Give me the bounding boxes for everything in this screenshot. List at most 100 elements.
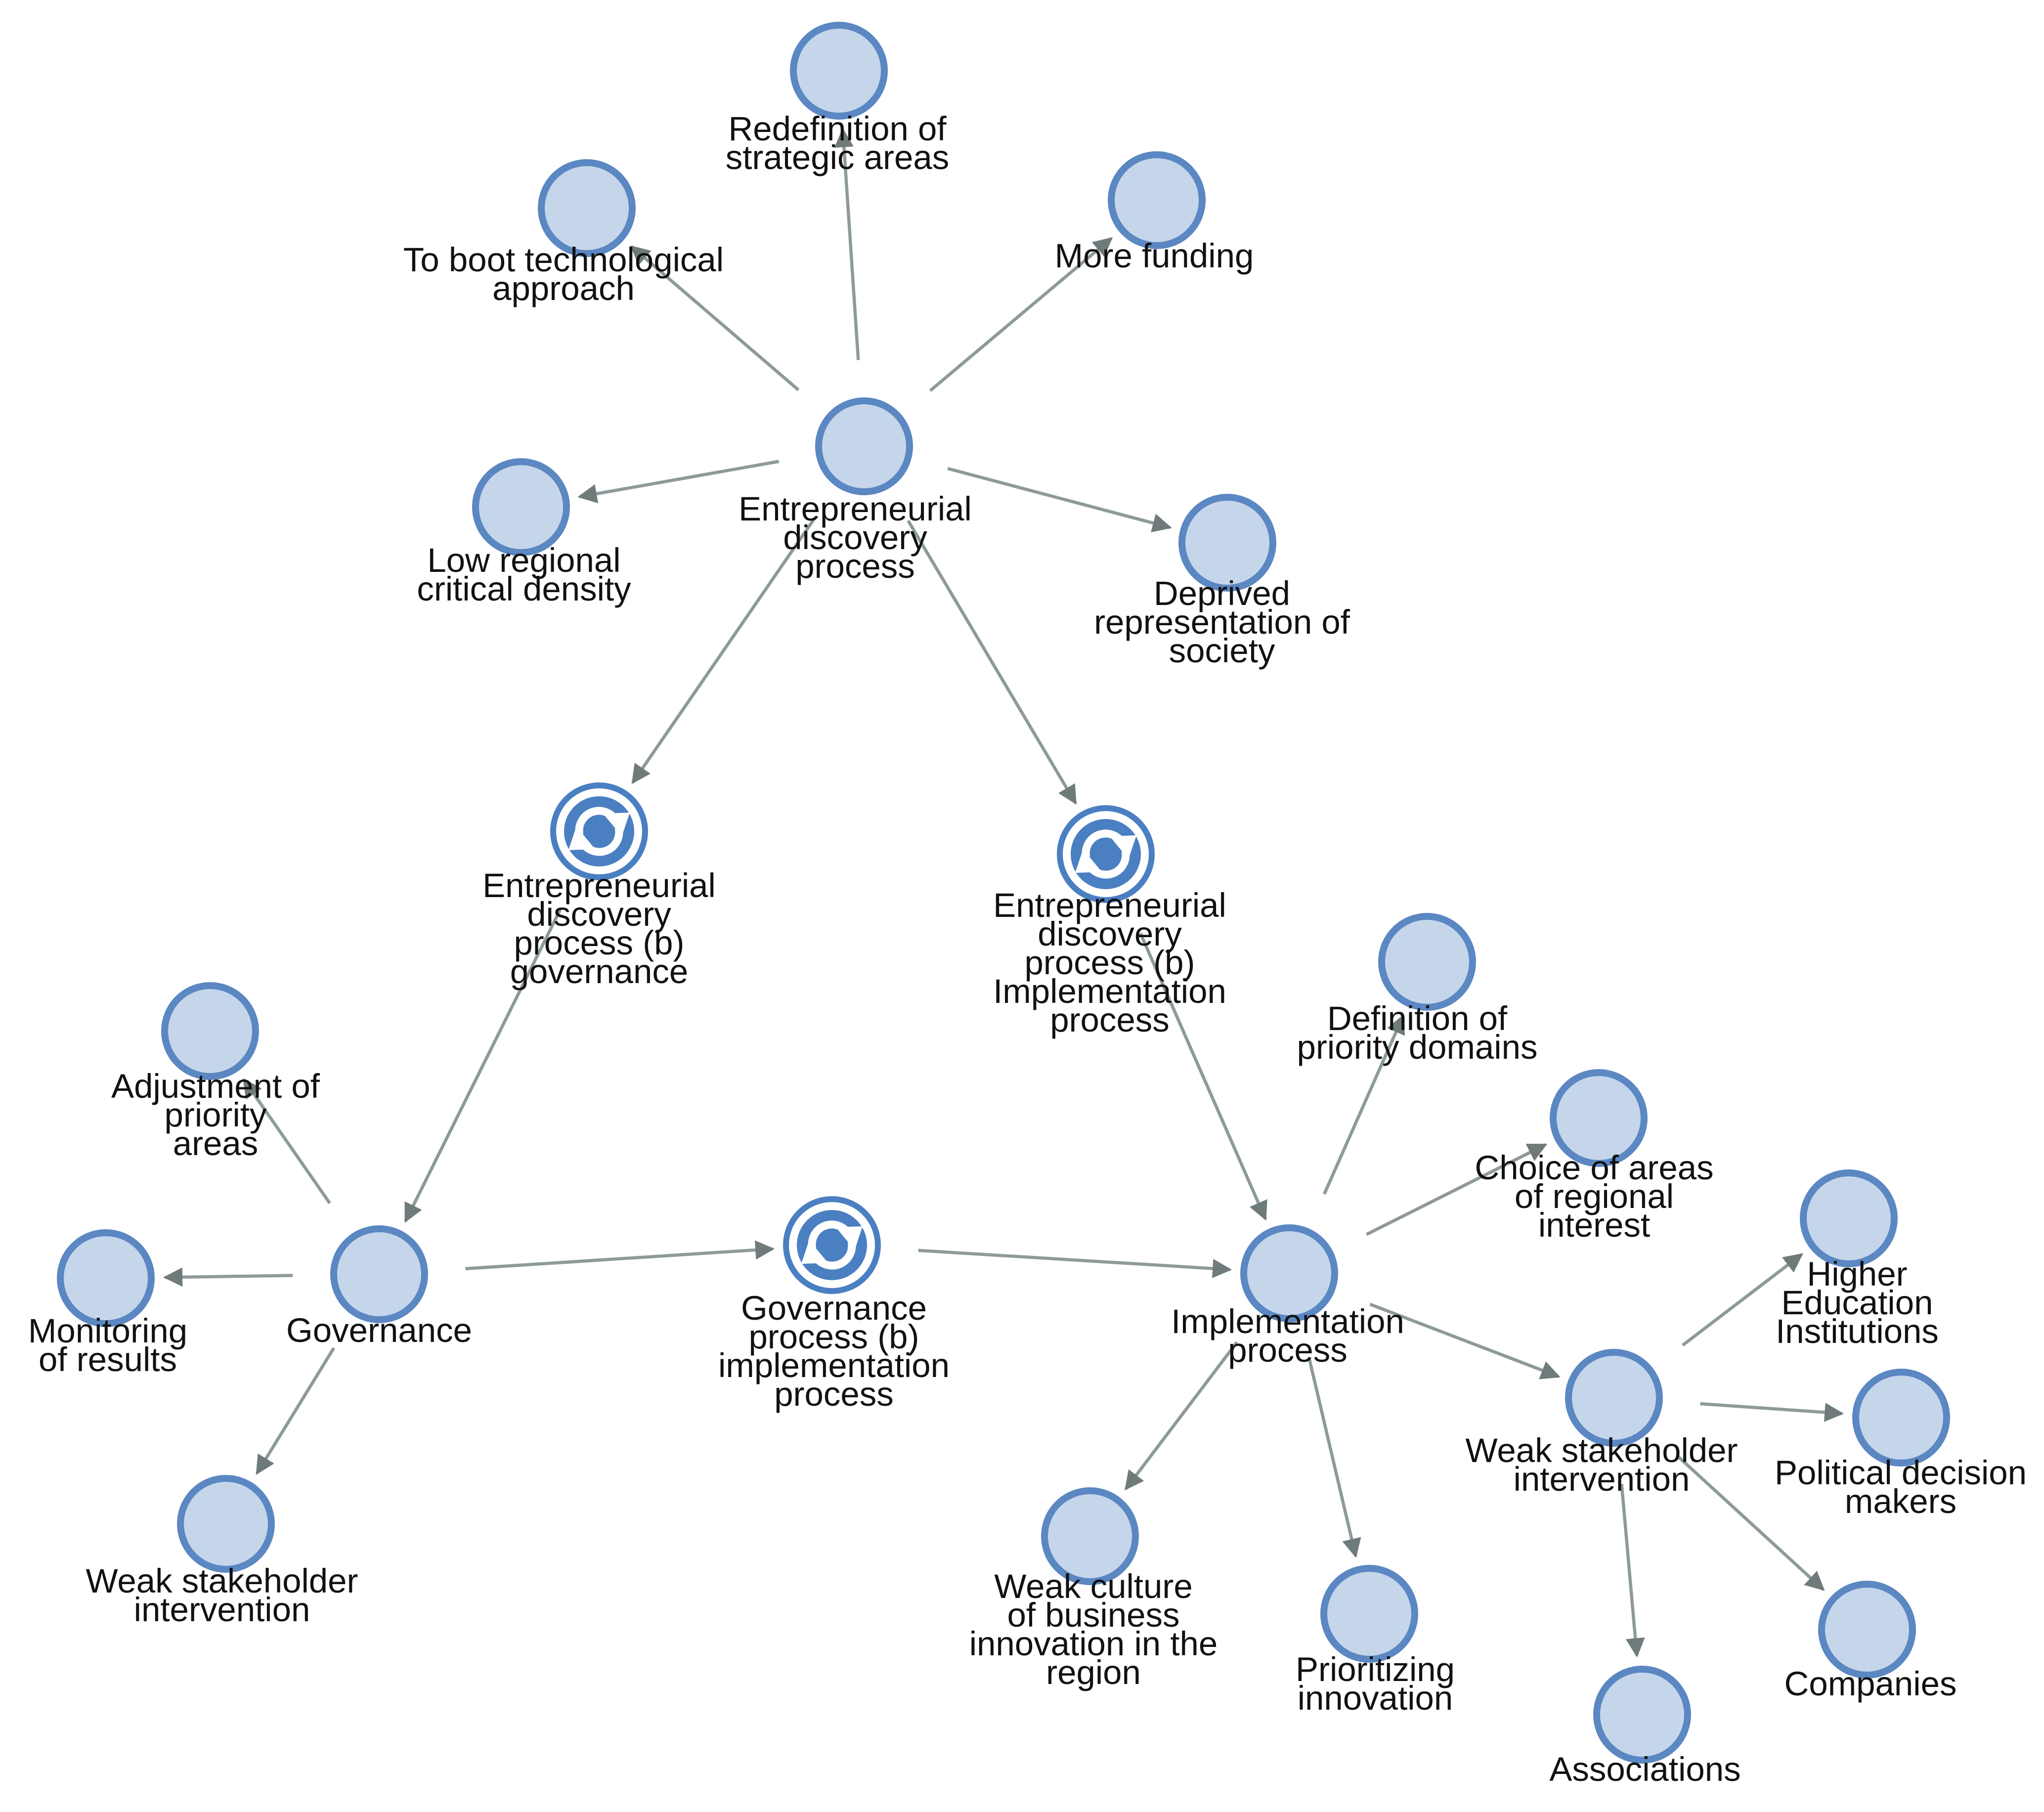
- edge-governance-to-monitor: [163, 1267, 293, 1287]
- node-label-line: intervention: [1514, 1460, 1690, 1498]
- edge-edp-to-deprived: [947, 467, 1172, 533]
- node-label-line: of results: [39, 1340, 177, 1379]
- edge-impl-to-choice: [1365, 1143, 1548, 1236]
- node-label-line: Adjustment of: [111, 1067, 320, 1105]
- node-label-line: process: [795, 547, 915, 585]
- node-label-line: intervention: [134, 1591, 310, 1629]
- edge-edp-to-edp_impl: [907, 519, 1077, 805]
- node-label-line: discovery: [1038, 915, 1182, 953]
- edge-edp-to-edp_gov: [631, 517, 817, 784]
- node-companies[interactable]: Companies: [1784, 1581, 1957, 1703]
- node-circle: [1800, 1169, 1898, 1267]
- node-circle: [177, 1475, 275, 1573]
- node-label-line: Governance: [286, 1311, 472, 1349]
- edge-edp_impl-to-impl: [1139, 932, 1267, 1221]
- edge-weak_impl-to-companies: [1676, 1455, 1825, 1591]
- node-label-line: discovery: [527, 895, 671, 933]
- node-label-line: Institutions: [1776, 1312, 1939, 1350]
- edge-weak_impl-to-associations: [1620, 1484, 1645, 1658]
- node-circle: [1378, 913, 1476, 1011]
- edge-edp-to-boot: [630, 245, 800, 391]
- node-circle: [1593, 1666, 1691, 1764]
- node-label-line: makers: [1845, 1482, 1957, 1520]
- cycle-arrowhead-bottom: [568, 826, 595, 850]
- node-governance[interactable]: Governance: [286, 1225, 472, 1349]
- node-funding[interactable]: More funding: [1055, 151, 1254, 275]
- node-label-line: Weak stakeholder: [1465, 1431, 1738, 1469]
- node-label-line: More funding: [1055, 237, 1254, 275]
- edge-edp-to-funding: [929, 237, 1113, 392]
- edge-edp-to-redef: [834, 128, 860, 360]
- node-circle: [538, 159, 636, 257]
- node-label-line: To boot technological: [403, 241, 724, 279]
- node-circle: [1852, 1369, 1950, 1467]
- edge-governance-to-gov_impl: [465, 1240, 775, 1271]
- node-circle: [815, 397, 913, 495]
- node-label-line: Political decision: [1775, 1454, 2027, 1492]
- node-label-line: Implementation: [1171, 1302, 1404, 1340]
- cycle-icon: [564, 796, 634, 866]
- node-label-line: society: [1169, 632, 1275, 670]
- edge-gov_impl-to-impl: [918, 1249, 1232, 1278]
- node-circle: [1565, 1349, 1663, 1447]
- node-label-line: Low regional: [427, 541, 620, 579]
- node-circle: [161, 982, 259, 1080]
- node-circle: [1320, 1565, 1418, 1663]
- node-circle: [1818, 1581, 1916, 1679]
- cycle-arrowhead-top: [836, 1226, 863, 1250]
- node-circle: [57, 1229, 155, 1327]
- node-label-line: of business: [1007, 1596, 1179, 1634]
- edge-impl-to-prioinno: [1307, 1357, 1361, 1558]
- node-label-line: process: [774, 1375, 894, 1413]
- node-associations[interactable]: Associations: [1549, 1666, 1741, 1788]
- cycle-icon: [797, 1210, 867, 1280]
- node-label-line: Governance: [741, 1289, 927, 1327]
- node-circle: [790, 22, 888, 120]
- node-label-line: process (b): [514, 924, 684, 962]
- node-label-line: priority domains: [1297, 1028, 1537, 1066]
- node-circle: [472, 458, 570, 556]
- node-label-line: innovation: [1298, 1679, 1453, 1717]
- cycle-arrowhead-top: [603, 813, 630, 836]
- node-label-funding: More funding: [1055, 237, 1254, 275]
- node-label-line: Choice of areas: [1475, 1149, 1713, 1187]
- node-circle: [1041, 1487, 1139, 1585]
- node-label-line: areas: [173, 1124, 259, 1163]
- node-label-line: of regional: [1515, 1177, 1674, 1215]
- edge-governance-to-weak_gov: [256, 1347, 336, 1475]
- node-label-line: process: [1228, 1331, 1348, 1369]
- node-label-line: Monitoring: [28, 1312, 187, 1350]
